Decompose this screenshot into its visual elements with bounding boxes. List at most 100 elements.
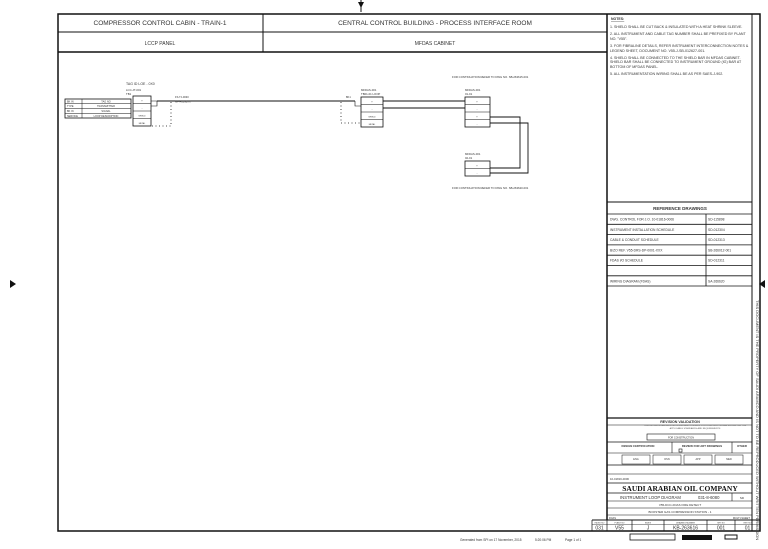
header-right-sub: MFDAS CABINET [415, 41, 456, 47]
reference-number: SA-266620 [708, 279, 725, 283]
svg-text:+: + [141, 100, 143, 103]
svg-text:ENG: ENG [633, 458, 638, 461]
svg-text:-: - [477, 123, 478, 126]
doc-field-header: PLANT NO [615, 522, 625, 525]
reference-number: SD-012311 [708, 259, 725, 263]
design-certification-label: DESIGN CERTIFICATION [622, 444, 655, 448]
notes-title: NOTES: [611, 17, 624, 21]
reference-title: CABLE & CONDUIT SCHEDULE [610, 238, 659, 242]
reference-title: INSTRUMENT INSTALLATION SCHEDULE [610, 228, 675, 232]
center-mark-right [759, 280, 765, 288]
reference-drawings-title: REFERENCE DRAWINGS [653, 206, 707, 211]
mfdas-tb-label: TB01-01 LOOP [361, 92, 380, 96]
doc-field-value: 01 [745, 526, 751, 532]
reference-number: SB-266012-001 [708, 248, 731, 252]
svg-text:+: + [371, 101, 373, 104]
svg-text:+: + [476, 101, 478, 104]
doc-field-header: INDEX NO [595, 523, 605, 525]
rack2-slot: 02-01 [465, 156, 473, 160]
reference-number: SD-012313 [708, 238, 725, 242]
note-3: 3. FOR FIBRALINE DETAILS, REFER INSTRUME… [610, 44, 749, 53]
svg-text:MED: MED [726, 458, 732, 461]
doc-field-header: DRAWING NUMBER [676, 522, 695, 525]
other-label: OTHER [737, 444, 747, 448]
svg-text:TYPE: TYPE [67, 105, 74, 108]
side-strip-text: THIS DOCUMENT IS THE PROPERTY OF SAUDI A… [755, 300, 760, 540]
svg-text:SIGNAL: SIGNAL [101, 110, 111, 113]
svg-text:SHIELD: SHIELD [138, 116, 146, 118]
signature-cell [714, 454, 744, 465]
doc-field-header: INDEX [645, 523, 652, 525]
doc-field-header: REV NO [744, 523, 752, 525]
header-left-title: COMPRESSOR CONTROL CABIN - TRAIN-1 [94, 20, 227, 27]
for-construction-label: FOR CONSTRUCTION [668, 437, 694, 440]
stamp-box [629, 533, 676, 541]
svg-text:LOOP DESCRIPTION: LOOP DESCRIPTION [94, 115, 119, 118]
validation-text: THIS REVISION HAS BEEN REVIEWED AND IS I… [643, 425, 747, 430]
svg-text:TRANSMITTER: TRANSMITTER [97, 105, 115, 108]
footer-generated: Generated from SPI on 17 November, 2015 [460, 538, 522, 542]
mfdas-jb-label: MFDAS-001 [361, 88, 377, 92]
doc-field-header: SHT NO [717, 523, 725, 525]
title-line-2: BOOSTER GAS COMPRESSION STATION - 1 [649, 510, 712, 514]
title-right-field: MULTI-SHEET [733, 516, 751, 520]
signature-cell [683, 454, 713, 465]
svg-text:BK IN: BK IN [67, 110, 74, 113]
svg-text:APP: APP [695, 458, 700, 461]
svg-text:METAL: METAL [139, 122, 146, 125]
reference-title: B/ZO REF. V55-DRS-DP-0001-XXX [610, 248, 663, 252]
title-block: REVISION VALIDATION THIS REVISION HAS BE… [591, 417, 760, 532]
signature-cell [652, 454, 682, 465]
center-mark-left [10, 280, 16, 288]
company-name: SAUDI ARABIAN OIL COMPANY [622, 484, 738, 493]
continuation-note-top: FOR CONTINUATION REFER TO DWG NO. SB-263… [452, 75, 529, 79]
header-left-sub: LCCP PANEL [145, 41, 176, 47]
sheet-frame [57, 13, 761, 532]
title-line-1: V55-DCC-FDAS FIRE DETECT [659, 503, 702, 507]
svg-text:-: - [142, 107, 143, 110]
footer-page: Page 1 of 1 [565, 538, 582, 542]
rack2-terminal-block: + - [464, 160, 491, 177]
note-1: 1. SHIELD SHALL BE CUT BACK & INSULATED … [610, 25, 743, 29]
drawing-ref: 031-8-6080 [698, 495, 720, 500]
reference-number: SD-012304 [708, 228, 725, 232]
cable-label-2: MF-R0030XX [175, 100, 191, 104]
svg-text:-: - [372, 108, 373, 111]
wire-label: BK1 [346, 96, 351, 99]
revision-validation-title: REVISION VALIDATION [660, 420, 700, 424]
svg-text:DSN: DSN [664, 458, 669, 461]
svg-text:METAL: METAL [369, 123, 376, 126]
svg-text:SERVICE: SERVICE [67, 115, 78, 118]
doc-field-value: V55 [615, 526, 624, 532]
doc-field-value: J [647, 526, 650, 532]
note-4: 4. SHIELD SHALL BE CONNECTED TO THE SHIE… [610, 56, 742, 69]
cable-label: FS-TJ-0030 [175, 95, 189, 99]
svg-text:-: - [477, 172, 478, 175]
doc-field-value: 031 [595, 526, 604, 532]
field-jb2-label: TB1 [126, 92, 132, 96]
svg-text:TAG NO: TAG NO [101, 101, 110, 104]
reference-title: WIRING DIAGRAM (FDAS) [610, 279, 650, 283]
field-info-table: BK IN TAG NO TYPE TRANSMITTER BK IN SIGN… [64, 98, 132, 119]
reference-drawings-table: REFERENCE DRAWINGS DWG. CONTROL FOR J.O.… [607, 201, 752, 287]
stamp-mark [682, 535, 712, 540]
notes-list: 1. SHIELD SHALL BE CUT BACK & INSULATED … [610, 25, 749, 76]
reference-title: FDAS I/O SCHEDULE [610, 259, 644, 263]
field-jb-label: LCC-JT-001 [126, 88, 142, 92]
doc-field-value: KB-263616 [673, 526, 698, 532]
drawing-type: INSTRUMENT LOOP DIAGRAM [620, 495, 681, 500]
review-label: REVIEW FOR ART DRAWINGS [682, 444, 722, 448]
title-left-field: FDAS [609, 516, 616, 520]
doc-field-value: 001 [717, 526, 726, 532]
rack1-label: MFDAS-001 [465, 88, 481, 92]
footer-time: 5:20:06 PM [535, 538, 552, 542]
control-number: 10-01816-0006 [610, 477, 629, 481]
svg-text:BK IN: BK IN [67, 101, 74, 104]
signature-cell [621, 454, 651, 465]
header-right-title: CENTRAL CONTROL BUILDING - PROCESS INTER… [338, 20, 532, 27]
continuation-note-bottom: FOR CONTINUATION REFER TO DWG NO. SB-263… [452, 186, 529, 190]
field-tag-label: TAG ID LOE - 0X0 [126, 82, 155, 86]
field-terminal-block: + - SHIELD METAL [132, 95, 152, 127]
rack1-slot: 01-01 [465, 92, 473, 96]
